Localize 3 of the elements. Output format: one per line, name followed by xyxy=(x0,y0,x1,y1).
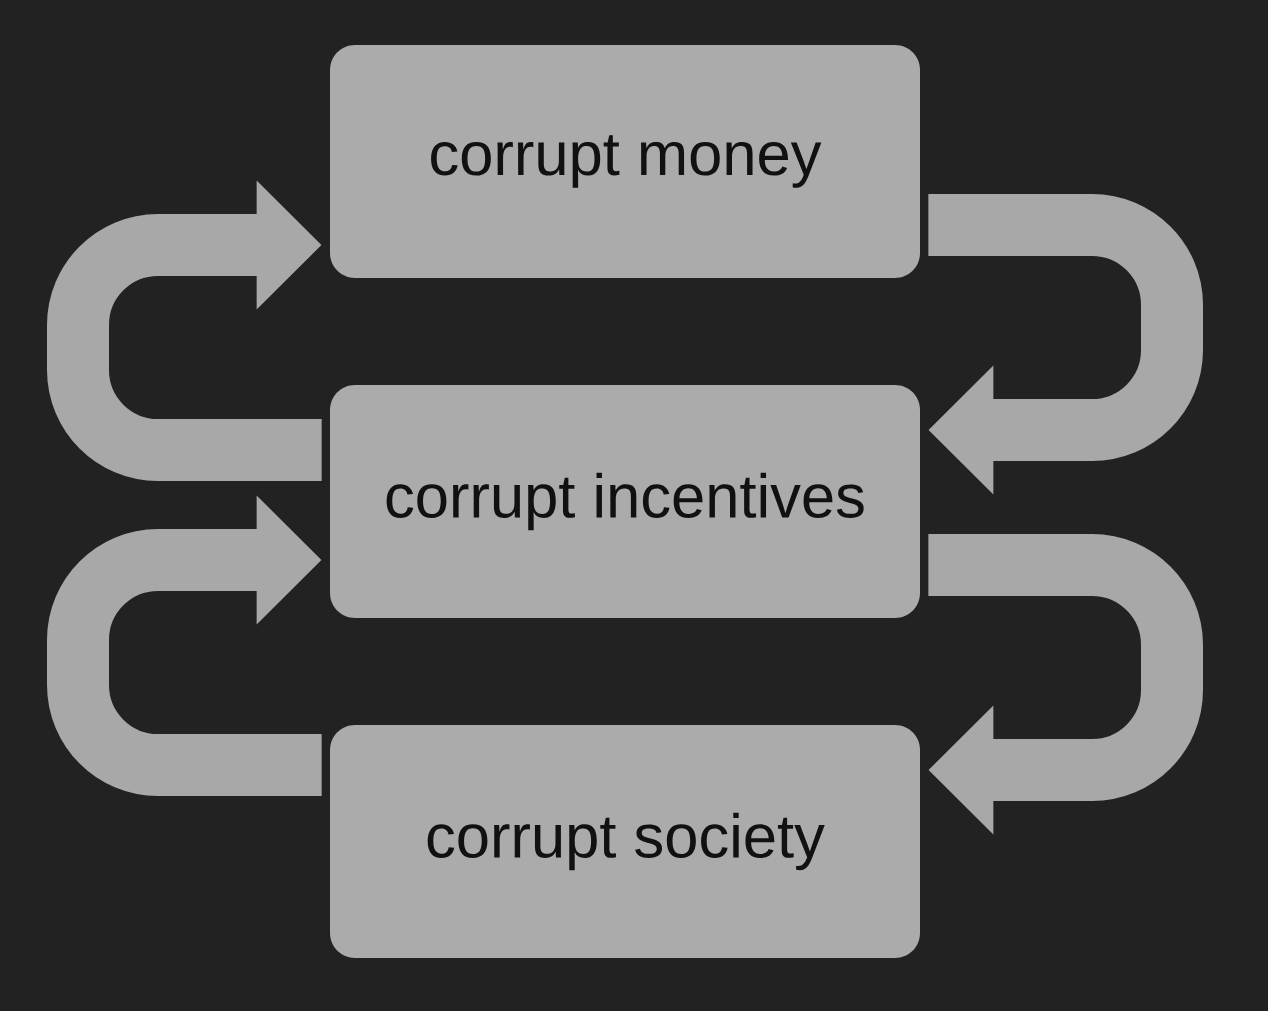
process-box: corrupt incentives xyxy=(330,385,920,618)
process-box: corrupt money xyxy=(330,45,920,278)
process-box: corrupt society xyxy=(330,725,920,958)
